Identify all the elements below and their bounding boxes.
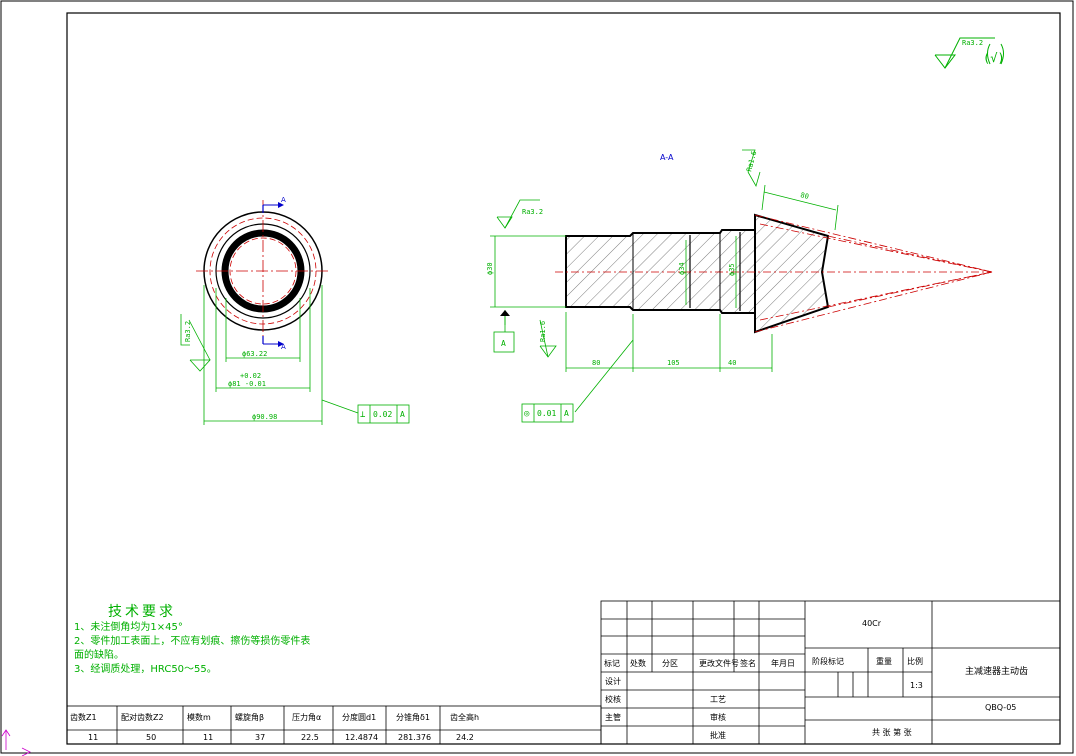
design-label: 设计 [605,677,621,686]
gdt1-value: 0.02 [373,410,392,419]
title-block-grid [600,600,1061,745]
roughness-cone: Ra1.6 [745,150,758,172]
param-header: 压力角α [292,713,322,722]
param-value: 281.376 [398,733,432,742]
param-value: 11 [203,733,214,742]
approve-label: 审核 [710,713,726,722]
roughness-top-left: Ra3.2 [522,208,543,216]
param-value: 50 [146,733,157,742]
dim-mid-dia2: ϕ35 [728,263,736,276]
gdt-frame-perpendicularity [357,404,410,424]
stage-label: 阶段标记 [812,657,844,666]
param-header: 配对齿数Z2 [121,713,164,722]
roughness-left-view: Ra3.2 [184,321,192,342]
dim-len1: 80 [592,359,600,367]
param-value: 11 [88,733,99,742]
end-view [196,200,330,347]
dim-tolerance-plus: +0.02 [240,372,261,380]
row-label: 处数 [630,659,646,668]
gdt2-symbol: ◎ [524,409,530,419]
param-header: 分度圆d1 [342,713,377,722]
section-view-label: A-A [660,153,674,162]
dim-outer-diameter: ϕ90.98 [252,413,277,421]
param-value: 24.2 [456,733,474,742]
shaft-section [555,213,993,334]
datum-box [493,331,515,353]
param-value: 12.4874 [345,733,379,742]
datum-triangle [500,310,510,316]
weight-label: 重量 [876,657,892,666]
approved-label: 批准 [710,731,726,740]
roughness-other-mark: (√) [983,51,1005,65]
row-label: 更改文件号 [699,659,739,668]
section-view-dimensions [490,149,839,413]
gdt2-value: 0.01 [537,409,556,418]
gdt1-datum: A [400,410,405,419]
check-label: 校核 [605,695,621,704]
param-header: 分锥角δ1 [396,713,430,722]
gdt2-datum: A [564,409,569,418]
tech-req-item: 3、经调质处理，HRC50～55。 [74,664,217,675]
scale-value: 1:3 [910,681,923,690]
row-label: 分区 [662,659,678,668]
dim-mid-dia1: ϕ34 [678,262,686,275]
roughness-bottom: Ra1.6 [539,321,547,342]
param-header: 模数m [187,713,211,722]
dim-shaft-diameter: ϕ30 [486,262,494,275]
param-header: 齿数Z1 [70,713,97,722]
dim-bore: ϕ63.22 [242,350,267,358]
end-view-dimensions [180,285,359,425]
tech-req-item: 2、零件加工表面上，不应有划痕、擦伤等损伤零件表 [74,636,311,647]
section-arrow-label-bottom: A [281,343,286,351]
dim-len2: 105 [667,359,680,367]
param-value: 37 [255,733,266,742]
dim-len3: 40 [728,359,736,367]
drawing-name: 主减速器主动齿 [965,667,1029,677]
param-value: 22.5 [301,733,319,742]
dim-cone-length: 80 [800,191,810,201]
gdt-frame-coaxiality [521,403,574,423]
material: 40Cr [862,619,882,628]
roughness-value-general: Ra3.2 [962,39,983,47]
corner-marker [1,729,31,756]
roughness-symbol-general [934,37,1004,69]
row-label: 标记 [604,659,620,668]
tech-req-title: 技术要求 [108,604,176,620]
section-arrow-label-top: A [281,196,286,204]
datum-label: A [501,339,506,348]
row-label: 年月日 [771,659,795,668]
dim-tolerance: ϕ81 -0.01 [228,380,266,388]
sheet-label: 共 张 第 张 [872,728,912,737]
row-label: 签名 [740,659,756,668]
param-header: 齿全高h [450,713,480,722]
technical-requirements: 技术要求 1、未注倒角均为1×45° 2、零件加工表面上，不应有划痕、擦伤等损伤… [74,603,594,677]
tech-req-item: 面的缺陷。 [74,650,124,661]
param-header: 螺旋角β [235,713,265,722]
drawing-number: QBQ-05 [985,703,1017,712]
scale-label: 比例 [907,657,923,666]
review-label: 主管 [605,713,621,722]
process-label: 工艺 [710,695,726,704]
gdt1-symbol: ⊥ [360,410,366,420]
tech-req-item: 1、未注倒角均为1×45° [74,622,183,633]
